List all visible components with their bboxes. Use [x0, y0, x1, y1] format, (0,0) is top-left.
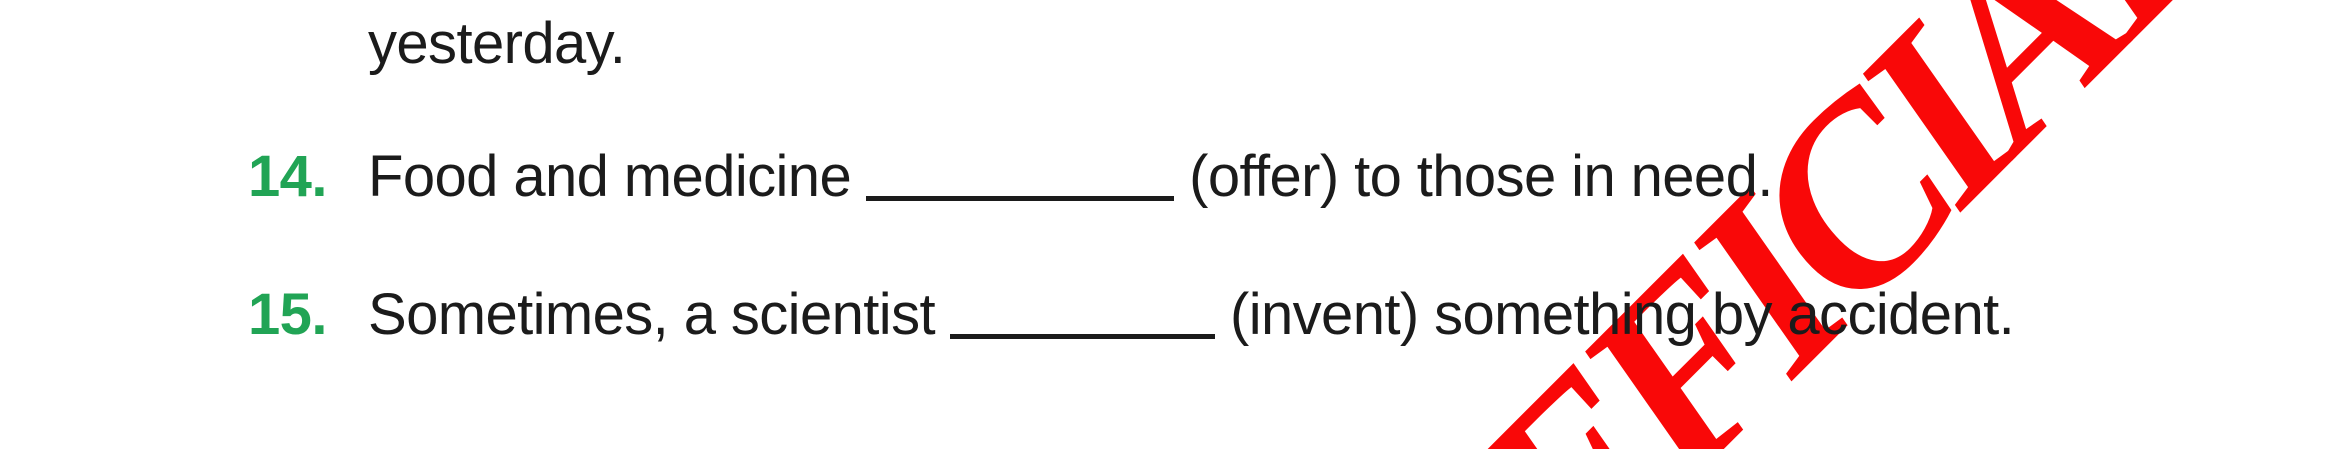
item-number: 14.: [248, 144, 327, 209]
item-sentence: Sometimes, a scientist (invent) something…: [368, 282, 2015, 347]
text-after-blank: (offer) to those in need.: [1189, 144, 1773, 209]
text-before-blank: Food and medicine: [368, 144, 852, 209]
sentence-continuation-line: yesterday.: [368, 11, 626, 76]
exercise-item-14: 14.Food and medicine(offer) to those in …: [248, 148, 1773, 206]
exercise-item-15: 15. Sometimes, a scientist (invent) someth…: [248, 282, 2015, 347]
official-stamp-watermark: OFFICIAL: [1295, 0, 2270, 449]
answer-blank: [866, 195, 1175, 201]
text-after-blank: (invent) something by accident.: [1230, 282, 2015, 347]
item-sentence: Food and medicine (offer) to those in nee…: [368, 144, 1773, 209]
answer-blank: [950, 333, 1215, 339]
text-before-blank: Sometimes, a scientist: [368, 282, 936, 347]
item-number: 15.: [248, 282, 327, 347]
